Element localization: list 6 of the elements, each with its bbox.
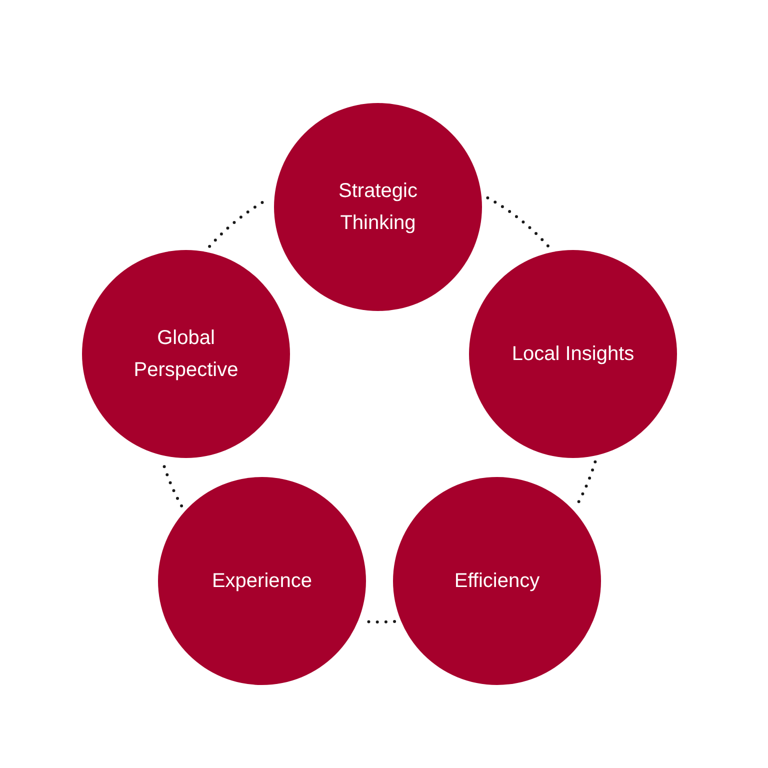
circle-label: Strategic Thinking xyxy=(338,179,418,236)
circle-label: Efficiency xyxy=(454,569,540,594)
circle-label: Local Insights xyxy=(512,342,634,367)
circle-label: Experience xyxy=(212,569,312,594)
dotted-connector xyxy=(486,196,550,248)
circle-label: Global Perspective xyxy=(132,326,240,383)
